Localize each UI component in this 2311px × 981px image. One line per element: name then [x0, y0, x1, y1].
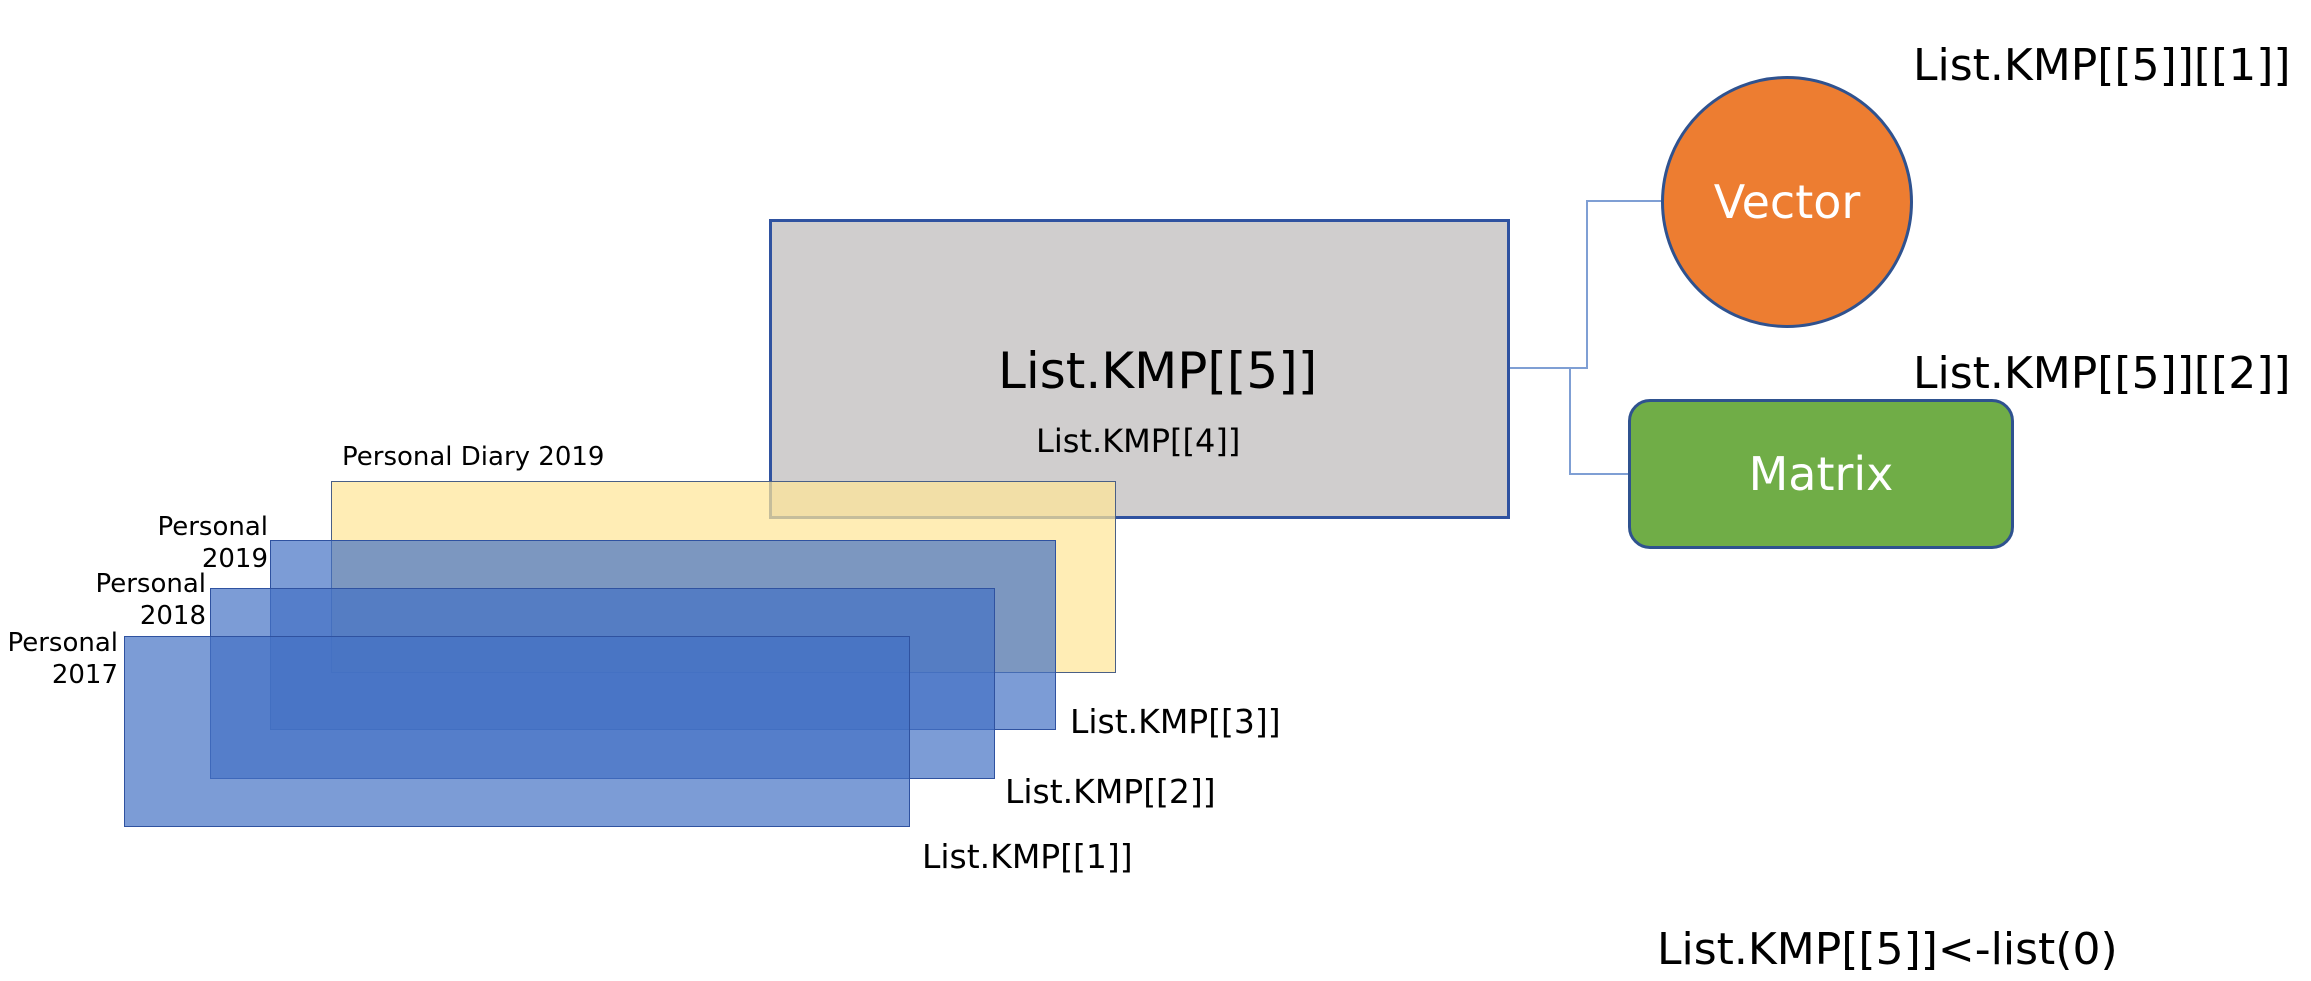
assignment-text: List.KMP[[5]]<-list(0) [1657, 924, 2118, 975]
matrix-node: Matrix [1628, 399, 2014, 549]
vector-label: Vector [1713, 175, 1861, 229]
index-label-2: List.KMP[[2]] [1005, 772, 1216, 811]
personal-2018-line1: Personal [95, 569, 206, 599]
personal-2019-line2: 2019 [201, 544, 268, 574]
main-box-title: List.KMP[[5]] [998, 342, 1318, 400]
vector-index-label: List.KMP[[5]][[1]] [1913, 40, 2291, 91]
personal-2019-line1: Personal [157, 512, 268, 542]
diary-2019-label: Personal Diary 2019 [342, 442, 605, 472]
index-label-3: List.KMP[[3]] [1070, 702, 1281, 741]
matrix-index-label: List.KMP[[5]][[2]] [1913, 348, 2291, 399]
personal-2017-box [124, 636, 910, 827]
vector-node: Vector [1661, 76, 1913, 328]
matrix-label: Matrix [1748, 447, 1894, 501]
personal-2019-label: Personal 2019 [0, 511, 268, 575]
personal-2017-label: Personal 2017 [0, 627, 118, 691]
connector-to-matrix [1510, 367, 1628, 475]
index-label-1: List.KMP[[1]] [922, 837, 1133, 876]
personal-2017-line1: Personal [7, 628, 118, 658]
personal-2018-line2: 2018 [139, 601, 206, 631]
main-list-box [769, 219, 1510, 519]
personal-2017-line2: 2017 [51, 660, 118, 690]
main-box-subtitle: List.KMP[[4]] [1036, 422, 1241, 460]
personal-2018-label: Personal 2018 [0, 568, 206, 632]
connector-to-vector [1510, 200, 1661, 369]
